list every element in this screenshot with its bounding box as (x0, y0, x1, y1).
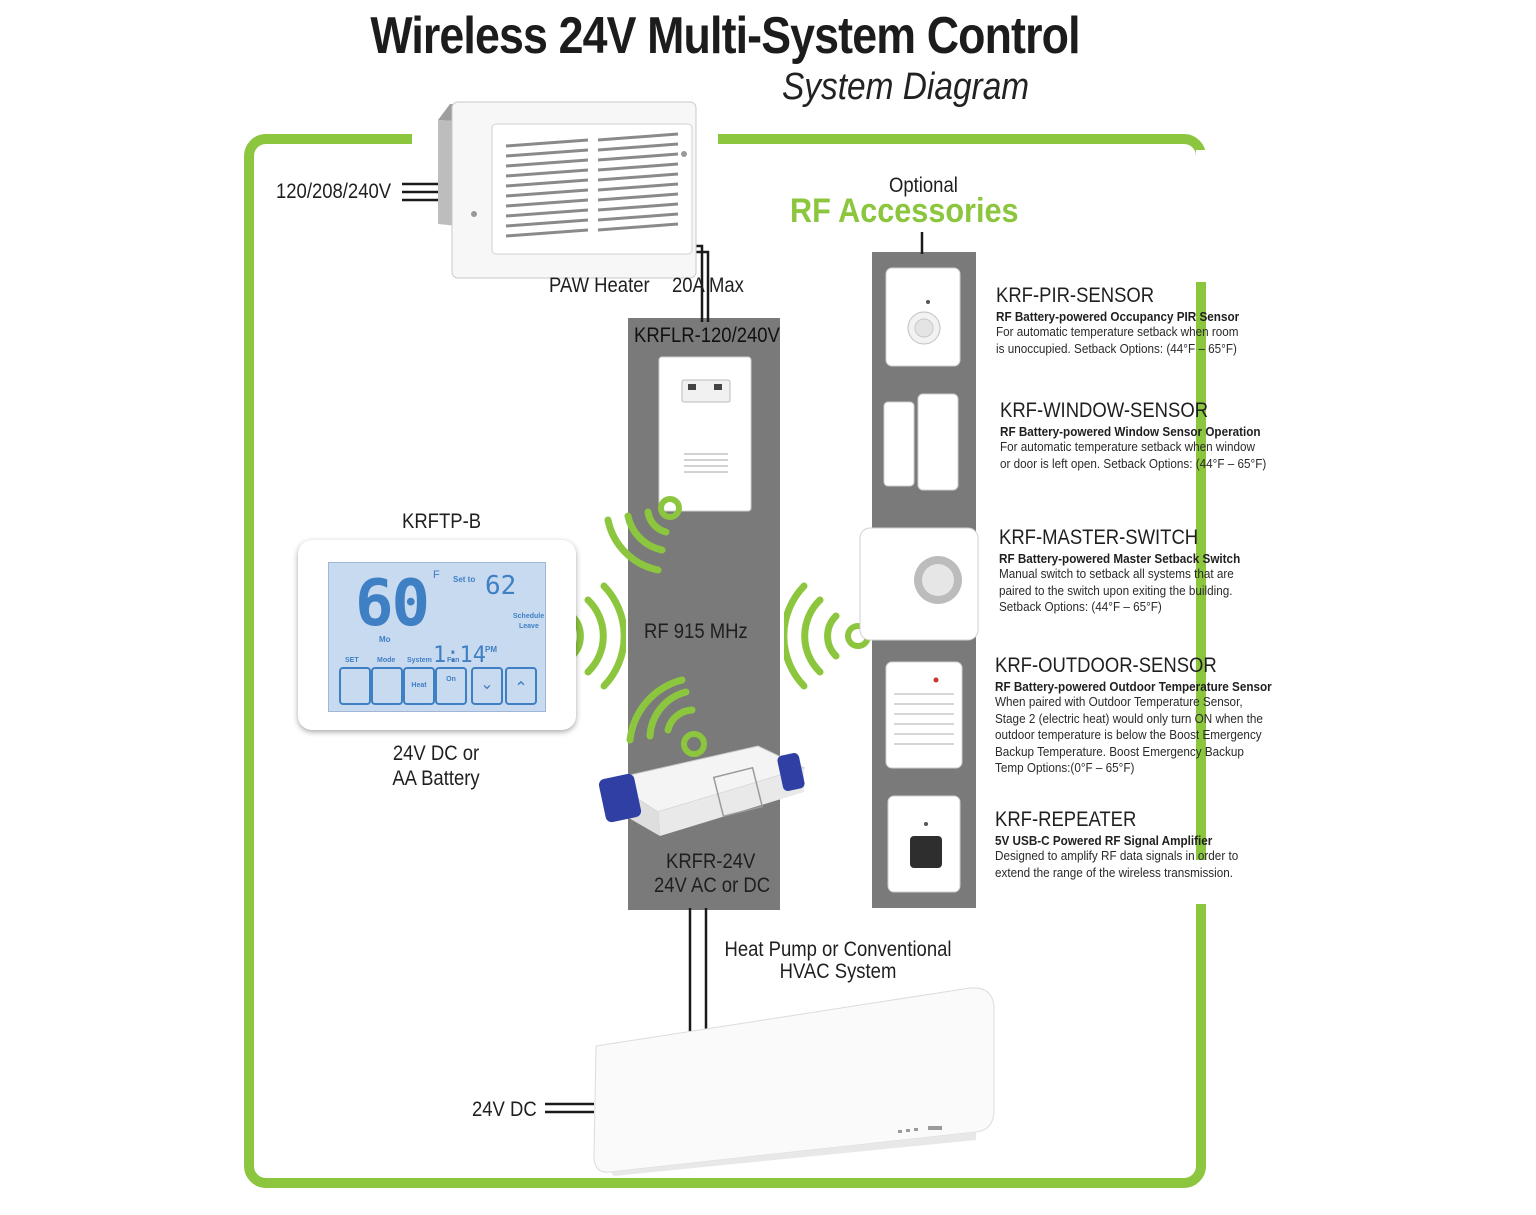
frame-gap-right-top (1196, 150, 1220, 282)
accessory-name: KRF-WINDOW-SENSOR (1000, 399, 1209, 422)
outdoor-sensor-icon (885, 661, 963, 769)
set-temperature: 62 (485, 571, 517, 601)
krfr-24v-receiver-image (598, 745, 806, 836)
schedule-label: Schedule (513, 613, 545, 620)
page-title: Wireless 24V Multi-System Control (370, 7, 1080, 65)
hvac-label-line2: HVAC System (779, 960, 897, 983)
occupancy-sensor-icon (885, 267, 961, 367)
fan-button-label: Fan (447, 657, 460, 664)
paw-heater-image (438, 101, 697, 279)
repeater-icon (887, 795, 961, 893)
accessory-description: For automatic temperature setback when r… (996, 324, 1239, 356)
accessory-name: KRF-OUTDOOR-SENSOR (995, 654, 1217, 677)
am-pm-label: PM (485, 645, 497, 654)
wireless-signal-icon (604, 496, 682, 574)
set-button[interactable] (339, 667, 371, 705)
accessory-repeater: KRF-REPEATER 5V USB-C Powered RF Signal … (995, 808, 1265, 881)
krftp-b-thermostat: 60 F Set to 62 Mo 1:14 PM Schedule Leave… (298, 540, 576, 730)
hvac-label-line1: Heat Pump or Conventional (724, 938, 952, 961)
accessory-subtitle: RF Battery-powered Window Sensor Operati… (1000, 424, 1261, 439)
rf-accessories-heading: RF Accessories (790, 192, 1019, 230)
accessory-outdoor-sensor: KRF-OUTDOOR-SENSOR RF Battery-powered Ou… (995, 654, 1302, 777)
time-display: 1:14 (433, 643, 486, 668)
set-to-label: Set to (453, 575, 476, 584)
accessory-description: Manual switch to setback all systems tha… (999, 566, 1234, 614)
accessory-subtitle: RF Battery-powered Occupancy PIR Sensor (996, 309, 1240, 324)
optional-label: Optional (889, 174, 958, 197)
window-sensor-icon (883, 393, 959, 491)
receiver-name-label: KRFR-24V (666, 850, 756, 873)
day-label: Mo (379, 635, 391, 644)
accessory-subtitle: 5V USB-C Powered RF Signal Amplifier (995, 833, 1213, 848)
fan-button[interactable]: On (435, 667, 467, 705)
heater-name-label: PAW Heater (549, 274, 650, 297)
temperature-unit: F (433, 569, 440, 581)
master-switch-icon (859, 527, 979, 641)
wireless-signal-icon (784, 582, 871, 690)
thermostat-power-line1: 24V DC or (392, 742, 480, 765)
set-button-label: SET (345, 657, 359, 664)
wireless-signal-icon (626, 676, 707, 757)
accessory-name: KRF-MASTER-SWITCH (999, 526, 1199, 549)
receiver-power-label: 24V AC or DC (654, 874, 771, 897)
accessory-subtitle: RF Battery-powered Master Setback Switch (999, 551, 1241, 566)
heater-max-label: 20A Max (672, 274, 744, 297)
leave-label: Leave (519, 623, 539, 630)
accessory-description: For automatic temperature setback when w… (1000, 439, 1267, 471)
down-arrow-button[interactable]: ⌄ (471, 667, 503, 705)
current-temperature: 60 (355, 567, 430, 641)
system-button[interactable]: Heat (403, 667, 435, 705)
thermostat-lcd-screen: 60 F Set to 62 Mo 1:14 PM Schedule Leave… (328, 562, 546, 712)
accessory-subtitle: RF Battery-powered Outdoor Temperature S… (995, 679, 1272, 694)
hvac-indoor-unit-image (593, 987, 995, 1176)
accessory-window-sensor: KRF-WINDOW-SENSOR RF Battery-powered Win… (1000, 399, 1296, 472)
thermostat-name-label: KRFTP-B (402, 510, 482, 533)
thermostat-power-line2: AA Battery (392, 767, 480, 790)
system-button-label: System (407, 657, 432, 664)
accessory-pir-sensor: KRF-PIR-SENSOR RF Battery-powered Occupa… (996, 284, 1266, 357)
mode-button-label: Mode (377, 657, 396, 664)
rf-frequency-label: RF 915 MHz (644, 620, 748, 643)
page-subtitle: System Diagram (782, 66, 1030, 108)
accessory-description: When paired with Outdoor Temperature Sen… (995, 694, 1263, 775)
accessory-description: Designed to amplify RF data signals in o… (995, 848, 1239, 880)
relay-model-label: KRFLR-120/240V (634, 324, 780, 347)
accessory-name: KRF-PIR-SENSOR (996, 284, 1155, 307)
line-voltage-relay-image (658, 356, 752, 512)
frame-gap-right-bottom (1196, 860, 1220, 904)
accessory-name: KRF-REPEATER (995, 808, 1137, 831)
accessory-master-switch: KRF-MASTER-SWITCH RF Battery-powered Mas… (999, 526, 1267, 616)
heater-voltage-label: 120/208/240V (276, 180, 392, 203)
hvac-power-label: 24V DC (472, 1098, 537, 1121)
up-arrow-button[interactable]: ⌃ (505, 667, 537, 705)
system-frame (244, 134, 1206, 1188)
mode-button[interactable] (371, 667, 403, 705)
